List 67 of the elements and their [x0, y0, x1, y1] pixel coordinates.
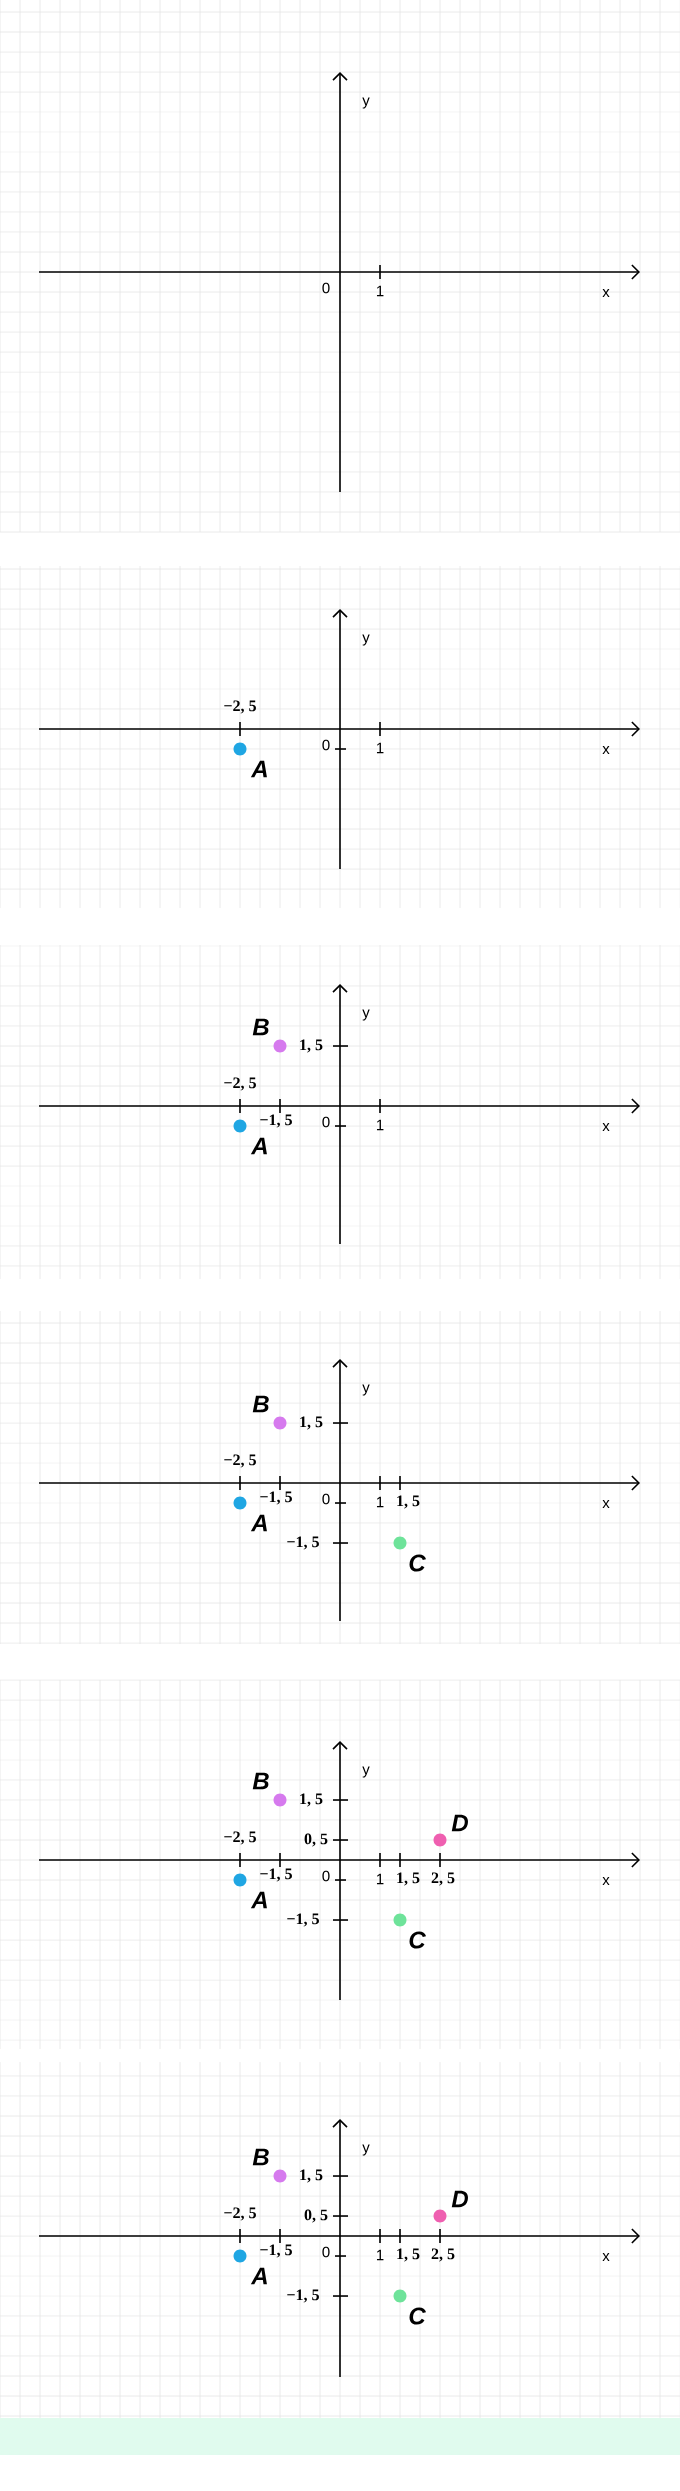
point-label: B — [252, 1395, 269, 1413]
point — [393, 1913, 407, 1927]
tick-label: 0, 5 — [304, 2209, 328, 2223]
axis-name: y — [362, 1384, 370, 1396]
axis-label: 1 — [377, 1496, 384, 1508]
point — [233, 1119, 247, 1133]
axis-name: x — [602, 1877, 610, 1885]
axis-label: 1 — [377, 1119, 384, 1131]
tick-label: 1, 5 — [397, 2248, 420, 2262]
axis-name: x — [602, 289, 610, 297]
tick-label: 1, 5 — [397, 1872, 420, 1886]
point-label: D — [451, 1814, 468, 1832]
tick-label: 1, 5 — [300, 2169, 323, 2183]
point-label: D — [451, 2190, 468, 2208]
axis-name: x — [602, 2253, 610, 2261]
point — [233, 1873, 247, 1887]
axis-name: x — [602, 1500, 610, 1508]
point-label: B — [252, 1018, 269, 1036]
point-label: C — [409, 2307, 426, 2325]
tick-label: −1, 5 — [260, 2244, 292, 2258]
point — [393, 1536, 407, 1550]
axis-label: 0 — [322, 1116, 330, 1128]
point — [273, 1416, 287, 1430]
axis-label: 0 — [322, 1493, 330, 1505]
tick-label: −2, 5 — [224, 1077, 256, 1091]
axis-label: 1 — [377, 742, 384, 754]
point-label: A — [250, 1137, 267, 1155]
axis-label: 0 — [322, 1870, 330, 1882]
axis-label: 1 — [377, 285, 384, 297]
tick-label: 2, 5 — [431, 1872, 455, 1886]
tick-label: −2, 5 — [224, 1831, 256, 1845]
axis-label: 0 — [322, 282, 330, 294]
point — [273, 2169, 287, 2183]
point-label: C — [409, 1931, 426, 1949]
point-label: A — [250, 760, 267, 778]
axis-name: y — [362, 634, 370, 646]
point-label: B — [252, 1772, 269, 1790]
point — [233, 742, 247, 756]
axis-label: 1 — [377, 2249, 384, 2261]
point-label: A — [250, 1891, 267, 1909]
tick-label: −2, 5 — [224, 2207, 256, 2221]
point — [273, 1039, 287, 1053]
tick-label: −1, 5 — [287, 1913, 319, 1927]
axis-name: y — [362, 2144, 370, 2156]
axis-label: 1 — [377, 1873, 384, 1885]
point-label: B — [252, 2148, 269, 2166]
axis-name: y — [362, 1009, 370, 1021]
axis-name: x — [602, 1123, 610, 1131]
tick-label: 0, 5 — [304, 1833, 328, 1847]
point — [393, 2289, 407, 2303]
point-label: A — [250, 2267, 267, 2285]
point-label: C — [409, 1554, 426, 1572]
tick-label: −1, 5 — [287, 1536, 319, 1550]
axis-label: 0 — [322, 739, 330, 751]
point — [433, 2209, 447, 2223]
point-label: A — [250, 1514, 267, 1532]
point — [233, 1496, 247, 1510]
tick-label: −1, 5 — [287, 2289, 319, 2303]
axis-name: x — [602, 746, 610, 754]
tick-label: 2, 5 — [431, 2248, 455, 2262]
axis-label: 0 — [322, 2246, 330, 2258]
point — [233, 2249, 247, 2263]
axis-name: y — [362, 1766, 370, 1778]
axis-name: y — [362, 97, 370, 109]
point — [433, 1833, 447, 1847]
tick-label: −2, 5 — [224, 1454, 256, 1468]
point — [273, 1793, 287, 1807]
